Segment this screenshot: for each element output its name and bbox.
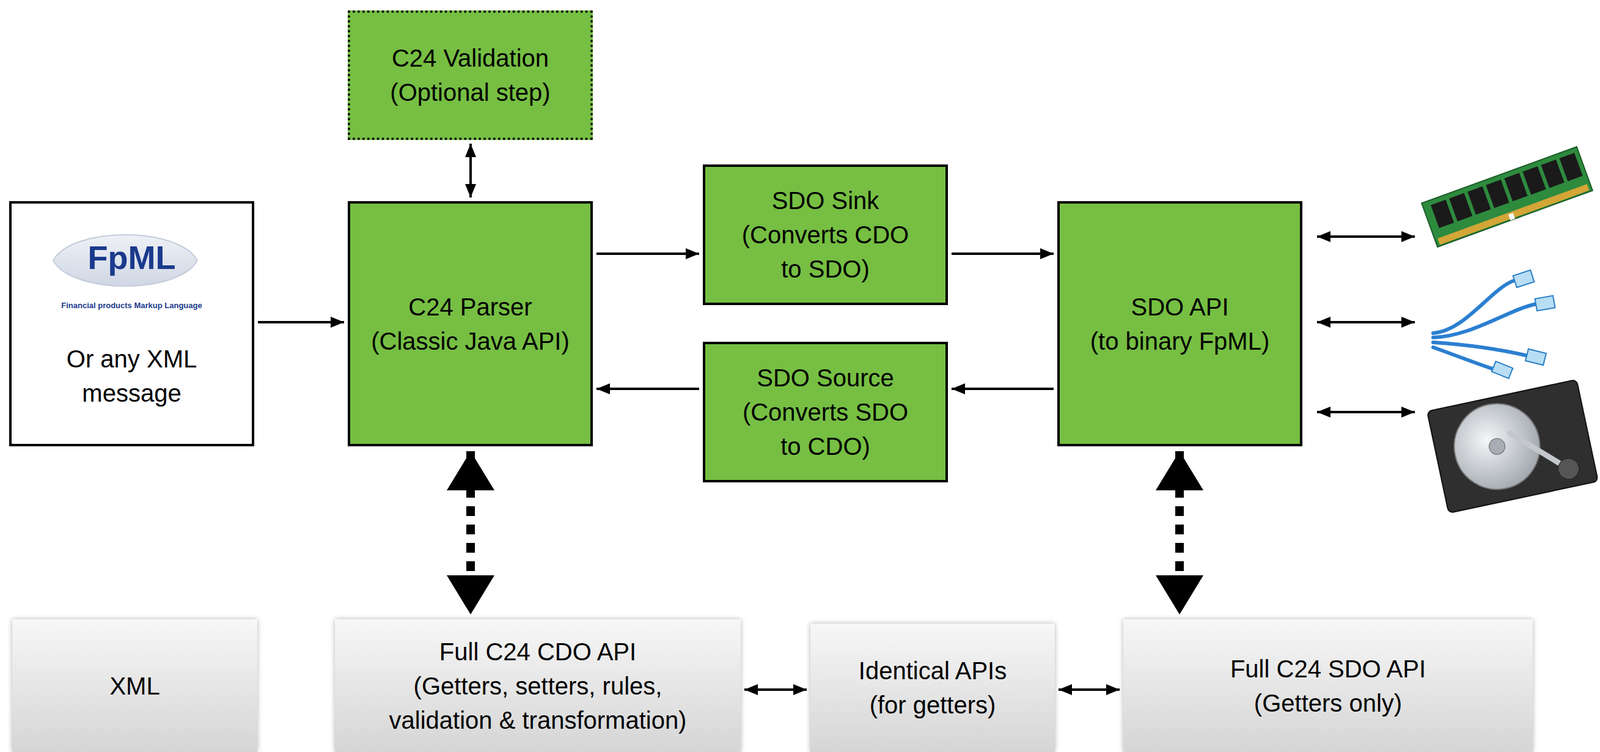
disk-icon (1427, 379, 1599, 513)
disk-case (1427, 379, 1599, 513)
network-arrow (1317, 320, 1415, 324)
flow-arrow (596, 252, 700, 255)
text-line: Full C24 SDO API (1230, 651, 1426, 686)
text-line: to CDO) (780, 429, 871, 464)
plug (1513, 270, 1535, 288)
text-line: to SDO) (781, 251, 870, 287)
disk-arrow (1317, 410, 1415, 414)
flow-arrow (951, 252, 1054, 255)
ram-chip (1504, 172, 1528, 202)
disk-pivot (1555, 456, 1581, 481)
box-label: SDO API (to binary FpML) (1090, 289, 1270, 359)
ram-notch (1508, 212, 1516, 221)
connector-group (257, 143, 1180, 690)
cable (1433, 347, 1495, 370)
text-line: (Getters only) (1254, 685, 1402, 720)
optional-step-box: C24 Validation (Optional step) (347, 10, 593, 140)
box-text: Financial products Markup Language (11, 300, 252, 311)
flow-arrow (469, 143, 472, 198)
ram-chip (1485, 179, 1509, 208)
text-line: XML (109, 668, 160, 703)
text-line: SDO Source (756, 360, 895, 395)
api-band: Identical APIs (for getters) (810, 623, 1055, 752)
process-box: SDO API (to binary FpML) (1057, 201, 1303, 447)
ram-icon (1421, 146, 1593, 247)
ram-board (1421, 146, 1593, 247)
api-link (1175, 451, 1184, 615)
message-box: FpML Financial products Markup LanguageOr… (9, 201, 255, 447)
text-line: message (81, 375, 181, 411)
box-label: SDO Sink (Converts CDO to SDO) (741, 183, 909, 287)
box-text: Or any XML message (11, 341, 252, 411)
box-label: C24 Parser (Classic Java API) (370, 289, 570, 359)
text-line: (Classic Java API) (370, 323, 570, 359)
flow-arrow (257, 320, 345, 324)
cable (1433, 279, 1516, 334)
text-line: (Optional step) (389, 75, 551, 110)
box-label: Identical APIs (for getters) (858, 653, 1007, 722)
text-line: validation & transformation) (389, 702, 687, 738)
text-line: Or any XML (66, 341, 197, 376)
box-label: Full C24 SDO API (Getters only) (1230, 651, 1426, 720)
box-label: Full C24 CDO API (Getters, setters, rule… (389, 634, 687, 738)
process-box: SDO Source (Converts SDO to CDO) (702, 341, 948, 483)
api-band: Full C24 SDO API (Getters only) (1123, 619, 1533, 752)
api-band: Full C24 CDO API (Getters, setters, rule… (334, 619, 741, 752)
flow-arrow (1058, 688, 1120, 691)
ram-chip (1522, 166, 1546, 195)
ram-chip (1559, 152, 1583, 181)
text-line: Financial products Markup Language (61, 300, 202, 311)
text-line: (Converts SDO (742, 394, 909, 430)
text-line: (Getters, setters, rules, (413, 668, 663, 703)
flow-arrow (951, 387, 1054, 390)
ram-chip (1430, 199, 1454, 228)
text-line: C24 Validation (391, 40, 549, 76)
process-box: SDO Sink (Converts CDO to SDO) (702, 164, 948, 305)
text-line: SDO Sink (771, 183, 880, 218)
logo-shape (53, 234, 198, 287)
flow-arrow (596, 387, 700, 390)
text-line: Full C24 CDO API (439, 634, 637, 669)
api-band: XML (12, 619, 258, 752)
process-box: C24 Parser (Classic Java API) (347, 201, 593, 447)
disk-spindle (1487, 436, 1507, 456)
storage-arrow (1317, 235, 1415, 238)
box-label: FpML (11, 237, 252, 278)
network-plugs (1491, 270, 1556, 379)
box-label: C24 Validation (Optional step) (389, 40, 551, 110)
text-line: SDO API (1130, 289, 1229, 324)
text-line: (Converts CDO (741, 217, 909, 252)
plug (1491, 361, 1514, 379)
box-label: SDO Source (Converts SDO to CDO) (742, 360, 909, 464)
network-icon (1433, 279, 1538, 370)
ram-chip (1467, 186, 1491, 215)
text-line: C24 Parser (408, 289, 532, 324)
flow-arrow (744, 688, 807, 691)
plug (1534, 295, 1555, 312)
api-link (466, 451, 475, 615)
cable (1433, 303, 1538, 338)
plug (1525, 348, 1547, 366)
text-line: (for getters) (869, 687, 997, 722)
ram-chip (1449, 193, 1473, 222)
text-line: FpML (88, 237, 177, 278)
ram-chip (1541, 159, 1565, 188)
box-label: XML (109, 668, 160, 703)
text-line: Identical APIs (858, 653, 1007, 688)
text-line: (to binary FpML) (1090, 323, 1270, 359)
